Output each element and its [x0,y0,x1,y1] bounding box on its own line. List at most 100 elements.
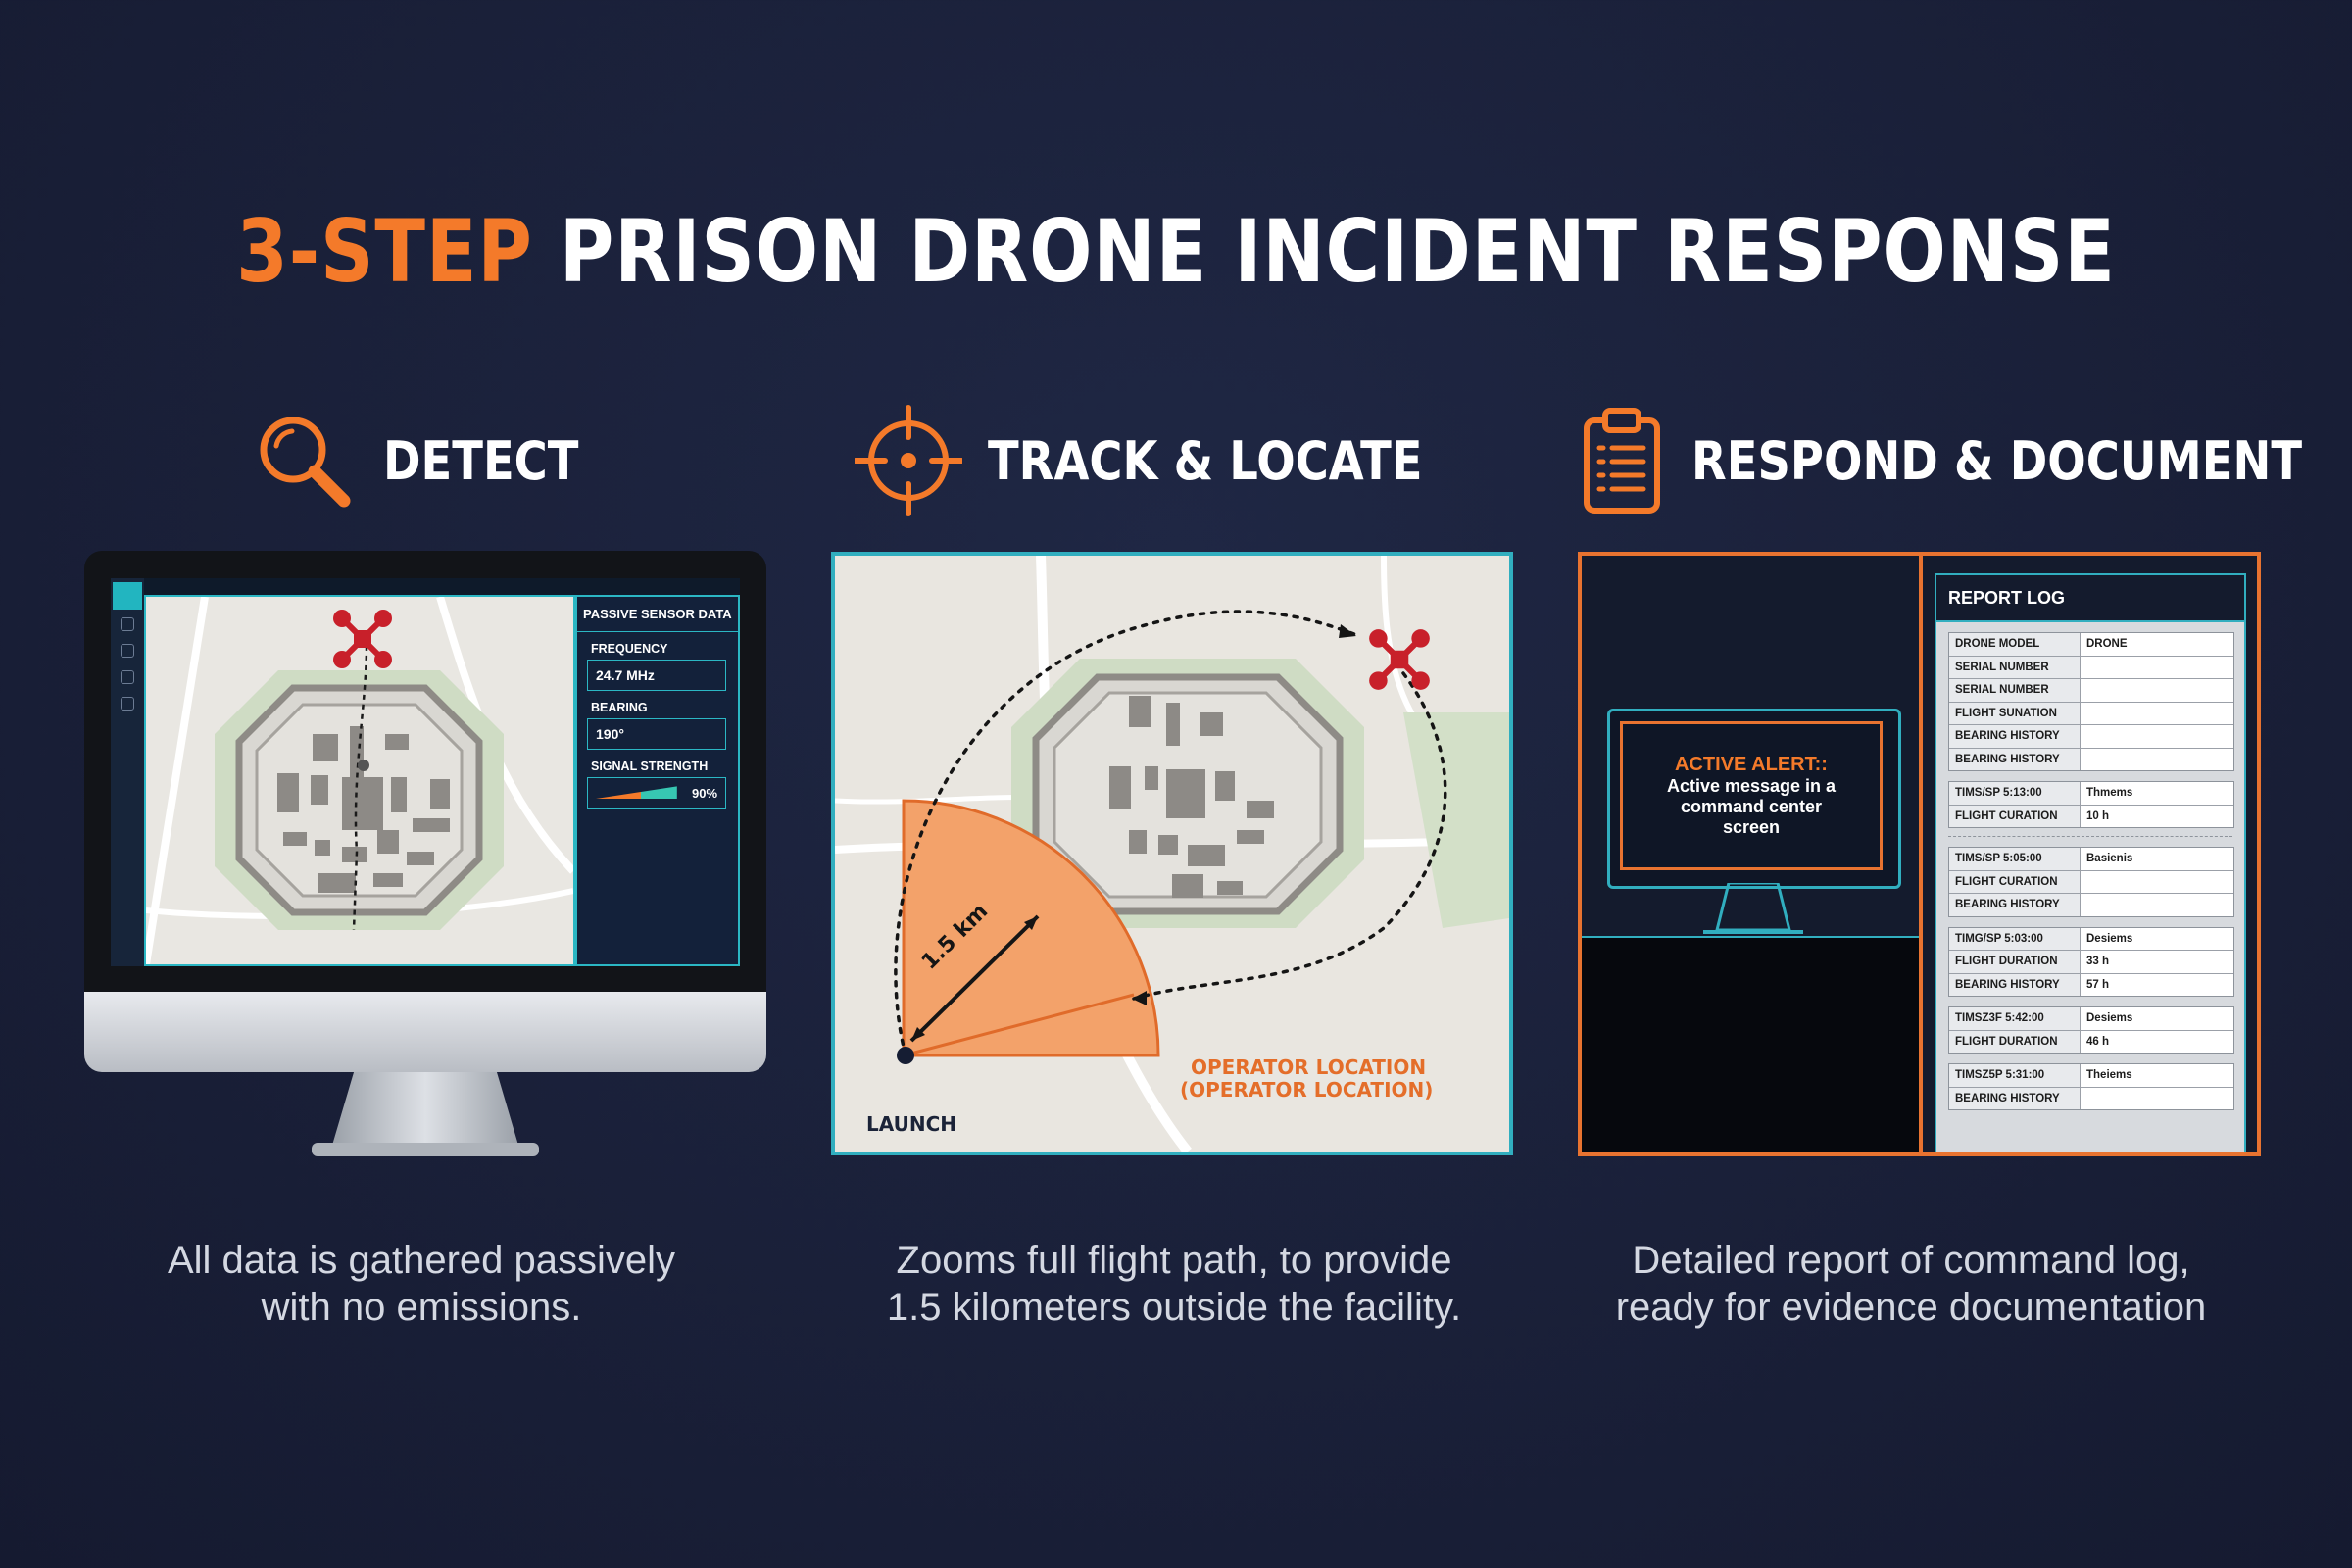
report-field-label: TIMSZ5P 5:31:00 [1949,1064,2081,1087]
caption-track-line1: Zooms full flight path, to provide [896,1239,1452,1282]
report-row: BEARING HISTORY [1949,748,2233,770]
camera-tool-icon[interactable] [121,670,134,684]
report-row: FLIGHT CURATION [1949,870,2233,894]
report-row: SERIAL NUMBER [1949,679,2233,703]
operator-location-sublabel: (OPERATOR LOCATION) [1180,1078,1434,1102]
report-field-label: BEARING HISTORY [1949,894,2081,916]
report-field-label: BEARING HISTORY [1949,1087,2081,1109]
facility-map-detect[interactable] [142,595,576,966]
report-field-label: FLIGHT CURATION [1949,870,2081,893]
report-row: TIMSZ5P 5:31:00 Theiems [1949,1064,2233,1088]
report-separator [1948,836,2232,837]
report-row: BEARING HISTORY [1949,1087,2233,1109]
active-alert-box[interactable]: ACTIVE ALERT:: Active message in a comma… [1620,721,1883,870]
bearing-field: 190° [587,718,726,750]
report-row: BEARING HISTORY [1949,894,2233,916]
launch-label: LAUNCH [866,1112,957,1136]
report-log-title: REPORT LOG [1936,575,2244,622]
report-field-label: FLIGHT DURATION [1949,951,2081,973]
report-field-label: TIMSZ3F 5:42:00 [1949,1007,2081,1030]
report-field-label: TIMG/SP 5:03:00 [1949,927,2081,950]
respond-document-panel: ACTIVE ALERT:: Active message in a comma… [1578,552,2261,1156]
track-locate-map[interactable]: 1.5 km LAUNCH OPERATOR LOCATION (OPERATO… [831,552,1513,1155]
step-track-label: TRACK & LOCATE [988,429,1423,492]
report-row: TIMG/SP 5:03:00 Desiems [1949,927,2233,951]
report-field-label: FLIGHT CURATION [1949,805,2081,827]
page-title: 3-STEP PRISON DRONE INCIDENT RESPONSE [165,201,2187,302]
report-field-label: TIMS/SP 5:05:00 [1949,848,2081,870]
step-detect-header: DETECT [250,402,611,519]
report-row: BEARING HISTORY [1949,725,2233,749]
report-field-value: Desiems [2086,1012,2133,1025]
report-row: FLIGHT CURATION 10 h [1949,805,2233,827]
report-field-label: BEARING HISTORY [1949,973,2081,996]
report-field-label: DRONE MODEL [1949,633,2081,656]
signal-strength-label: SIGNAL STRENGTH [591,760,709,773]
report-field-value: Basienis [2086,853,2133,865]
search-tool-icon[interactable] [121,617,134,631]
operator-location-label: OPERATOR LOCATION [1191,1055,1427,1079]
step-respond-label: RESPOND & DOCUMENT [1691,429,2303,492]
monitor-stand [331,1072,519,1149]
report-field-value: 33 h [2086,956,2110,968]
console-floor [1582,936,1919,1152]
report-row: TIMSZ3F 5:42:00 Desiems [1949,1007,2233,1031]
step-detect-label: DETECT [383,429,579,492]
report-row: FLIGHT DURATION 33 h [1949,951,2233,974]
report-field-label: SERIAL NUMBER [1949,656,2081,678]
magnifier-icon [260,416,351,508]
report-field-label: BEARING HISTORY [1949,748,2081,770]
step-track-header: TRACK & LOCATE [855,402,1494,519]
caption-detect-line2: with no emissions. [261,1286,582,1329]
settings-tool-icon[interactable] [121,697,134,710]
report-row: SERIAL NUMBER [1949,656,2233,679]
title-accent: 3-STEP [236,201,533,302]
crosshair-icon [855,405,962,516]
caption-respond-line1: Detailed report of command log, [1632,1239,2190,1282]
report-field-label: BEARING HISTORY [1949,725,2081,748]
monitor-screen: PASSIVE SENSOR DATA FREQUENCY 24.7 MHz B… [111,578,740,966]
caption-detect-line1: All data is gathered passively [167,1239,676,1282]
alert-monitor: ACTIVE ALERT:: Active message in a comma… [1607,709,1901,889]
caption-respond: Detailed report of command log, ready fo… [1558,1237,2264,1331]
report-field-value: Desiems [2086,932,2133,945]
report-row: TIMS/SP 5:13:00 Thmems [1949,782,2233,806]
step-respond-header: RESPOND & DOCUMENT [1578,402,2352,519]
bearing-label: BEARING [591,701,648,714]
detect-monitor: PASSIVE SENSOR DATA FREQUENCY 24.7 MHz B… [84,551,766,1158]
report-field-value: 10 h [2086,809,2110,822]
passive-sensor-panel: PASSIVE SENSOR DATA FREQUENCY 24.7 MHz B… [575,595,740,966]
report-field-label: TIMS/SP 5:13:00 [1949,782,2081,805]
report-field-label: FLIGHT DURATION [1949,1030,2081,1053]
alert-monitor-stand [1703,883,1803,934]
frequency-field: 24.7 MHz [587,660,726,691]
signal-strength-meter: 90% [587,777,726,808]
sensor-panel-title: PASSIVE SENSOR DATA [577,597,738,632]
alert-title: ACTIVE ALERT:: [1675,754,1828,775]
drone-icon-tracked [1369,629,1430,690]
signal-strength-value: 90% [692,785,718,801]
title-rest: PRISON DRONE INCIDENT RESPONSE [559,201,2116,302]
panel-divider [1919,556,1923,1152]
caption-detect: All data is gathered passively with no e… [69,1237,774,1331]
report-field-label: FLIGHT SUNATION [1949,702,2081,724]
caption-track: Zooms full flight path, to provide 1.5 k… [821,1237,1527,1331]
alert-message-3: screen [1722,817,1781,837]
report-field-value: Thmems [2086,787,2133,800]
caption-respond-line2: ready for evidence documentation [1615,1286,2207,1329]
layers-tool-icon[interactable] [121,644,134,658]
monitor-chin [84,992,766,1072]
app-sidebar [111,578,144,966]
report-field-label: SERIAL NUMBER [1949,679,2081,702]
clipboard-icon [1584,407,1660,514]
report-field-value: Theiems [2086,1069,2132,1082]
drone-app-icon[interactable] [113,582,142,610]
report-row: FLIGHT SUNATION [1949,702,2233,725]
